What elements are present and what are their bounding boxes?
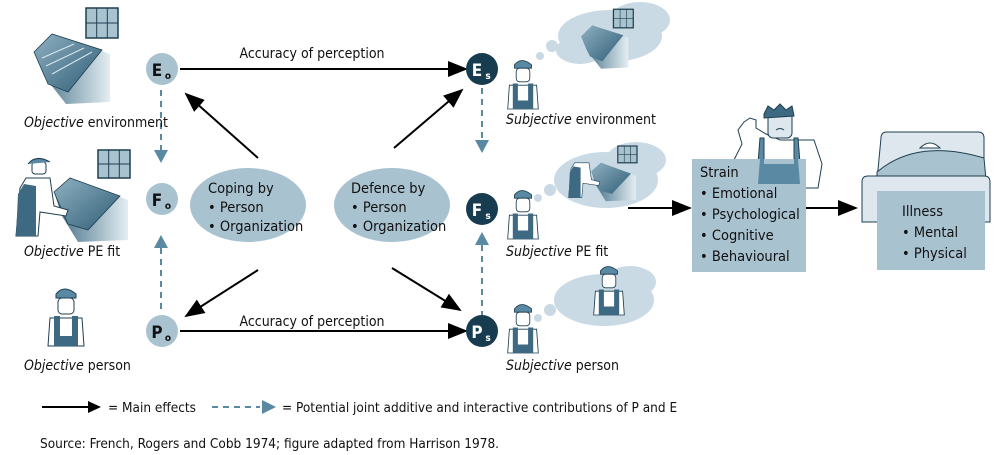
caption-subjective-person: Subjective person (506, 358, 619, 374)
coping-ellipse: Coping by • Person • Organization (190, 168, 306, 242)
caption-subjective-environment: Subjective environment (506, 112, 656, 128)
worker-person-icon (47, 288, 85, 347)
svg-text:• Person: • Person (208, 200, 264, 216)
thought-cloud-pe-fit (534, 142, 666, 208)
svg-text:Defence by: Defence by (351, 181, 426, 197)
svg-text:Illness: Illness (902, 204, 943, 220)
defence-ellipse: Defence by • Person • Organization (334, 168, 450, 242)
main-effect-arrows (180, 61, 858, 339)
legend-dashed-arrow-icon (212, 400, 276, 414)
node-po: P o (146, 315, 178, 347)
svg-text:E: E (152, 61, 162, 81)
node-ps: P s (466, 315, 498, 347)
svg-text:o: o (165, 201, 171, 212)
svg-text:s: s (485, 71, 490, 82)
arrow-coping-to-eo (184, 92, 259, 159)
svg-text:• Cognitive: • Cognitive (700, 228, 774, 244)
svg-text:• Emotional: • Emotional (700, 186, 777, 202)
thought-cloud-person (534, 266, 656, 326)
caption-objective-pe-fit: Objective PE fit (24, 244, 120, 260)
dashed-arrowhead-up (154, 235, 168, 248)
caption-objective-environment: Objective environment (24, 115, 168, 131)
svg-text:E: E (472, 61, 482, 81)
factory-building-icon (33, 7, 119, 104)
arrow-defence-to-ps (391, 267, 462, 312)
svg-text:Strain: Strain (700, 165, 739, 181)
strain-box: Strain • Emotional • Psychological • Cog… (692, 159, 806, 272)
legend-solid-arrow-icon (42, 401, 101, 413)
node-fo: F o (146, 183, 178, 215)
svg-text:o: o (165, 71, 171, 82)
arrow-defence-to-es (393, 88, 464, 149)
dashed-connectors (154, 88, 489, 316)
caption-subjective-pe-fit: Subjective PE fit (506, 244, 608, 260)
node-eo: E o (146, 53, 178, 85)
legend: = Main effects = Potential joint additiv… (42, 400, 677, 416)
illness-box: Illness • Mental • Physical (877, 191, 985, 270)
svg-text:• Organization: • Organization (208, 219, 303, 235)
svg-text:s: s (485, 211, 490, 222)
svg-text:P: P (151, 323, 162, 343)
top-accuracy-label: Accuracy of perception (239, 46, 384, 62)
source-note: Source: French, Rogers and Cobb 1974; fi… (40, 436, 499, 452)
legend-main-effects: = Main effects (108, 400, 196, 416)
svg-text:• Person: • Person (351, 200, 407, 216)
svg-text:F: F (152, 191, 162, 211)
subjective-person-small-icon (507, 304, 539, 354)
subjective-person-small-icon (507, 190, 539, 240)
svg-text:s: s (485, 333, 490, 344)
svg-text:P: P (471, 323, 482, 343)
svg-text:• Physical: • Physical (902, 246, 967, 262)
legend-joint-contributions: = Potential joint additive and interacti… (282, 400, 677, 416)
svg-text:Coping by: Coping by (208, 181, 274, 197)
caption-objective-person: Objective person (24, 358, 131, 374)
svg-text:• Mental: • Mental (902, 225, 958, 241)
svg-text:• Organization: • Organization (351, 219, 446, 235)
bottom-accuracy-label: Accuracy of perception (239, 314, 384, 330)
svg-text:• Psychological: • Psychological (700, 207, 800, 223)
arrow-coping-to-po (184, 269, 259, 318)
worker-at-machine-icon (15, 149, 131, 242)
svg-text:F: F (472, 201, 482, 221)
svg-text:• Behavioural: • Behavioural (700, 249, 790, 265)
svg-text:o: o (165, 333, 171, 344)
dashed-arrowhead-down (154, 150, 168, 163)
subjective-person-small-icon (507, 60, 539, 110)
node-es: E s (466, 53, 498, 85)
node-fs: F s (466, 193, 498, 225)
thought-cloud-environment (536, 2, 670, 69)
